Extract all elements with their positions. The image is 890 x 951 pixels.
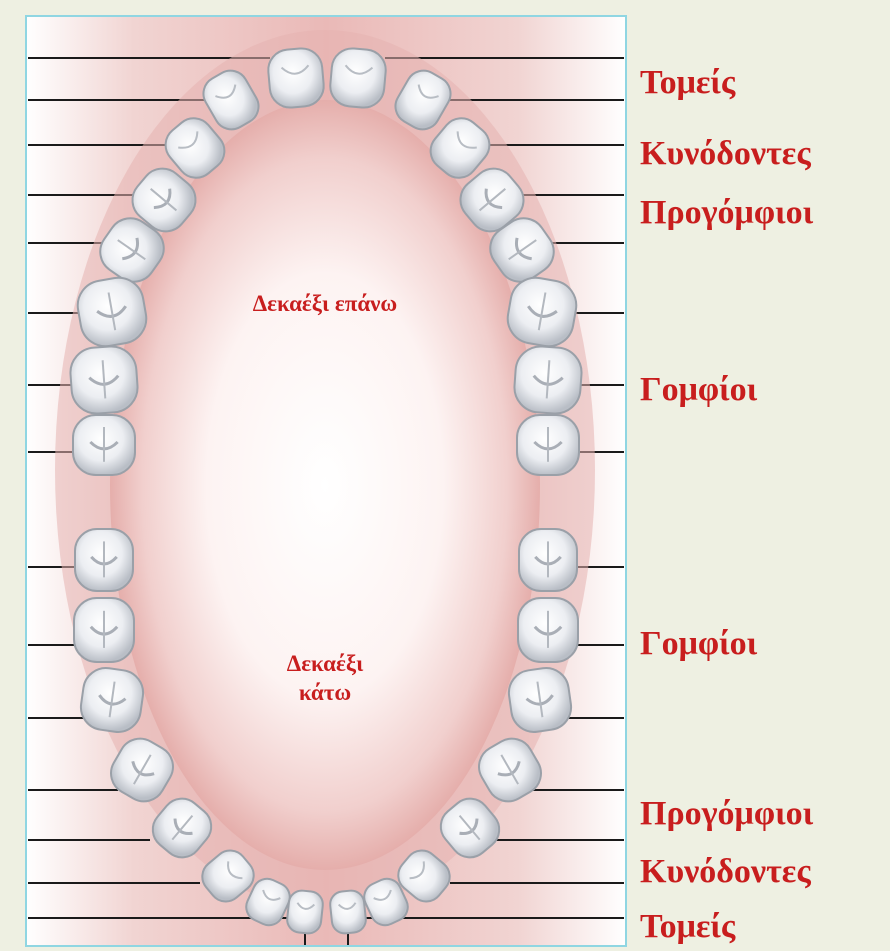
incisor-tooth: [267, 47, 326, 109]
label-upper-incisors: Τομείς: [640, 66, 735, 100]
molar-tooth: [517, 415, 579, 475]
incisor-tooth: [286, 889, 324, 934]
label-lower-incisors: Τομείς: [640, 910, 735, 944]
label-lower-molars: Γομφίοι: [640, 627, 757, 661]
incisor-tooth: [329, 47, 388, 109]
molar-tooth: [506, 665, 574, 735]
label-lower-canines: Κυνόδοντες: [640, 855, 811, 889]
molar-tooth: [75, 529, 133, 591]
lower-jaw-caption-line1: Δεκαέξι: [240, 650, 410, 679]
label-upper-premolars: Προγόμφιοι: [640, 196, 813, 230]
molar-tooth: [518, 598, 578, 662]
molar-tooth: [74, 598, 134, 662]
molar-tooth: [78, 665, 146, 735]
label-upper-molars: Γομφίοι: [640, 373, 757, 407]
label-upper-canines: Κυνόδοντες: [640, 137, 811, 171]
label-lower-premolars: Προγόμφιοι: [640, 797, 813, 831]
lower-jaw-caption: Δεκαέξι κάτω: [240, 650, 410, 708]
molar-tooth: [513, 345, 583, 415]
molar-tooth: [73, 415, 135, 475]
molar-tooth: [69, 345, 139, 415]
molar-tooth: [519, 529, 577, 591]
upper-jaw-caption: Δεκαέξι επάνω: [190, 290, 460, 319]
lower-jaw-caption-line2: κάτω: [240, 679, 410, 708]
incisor-tooth: [329, 889, 367, 934]
